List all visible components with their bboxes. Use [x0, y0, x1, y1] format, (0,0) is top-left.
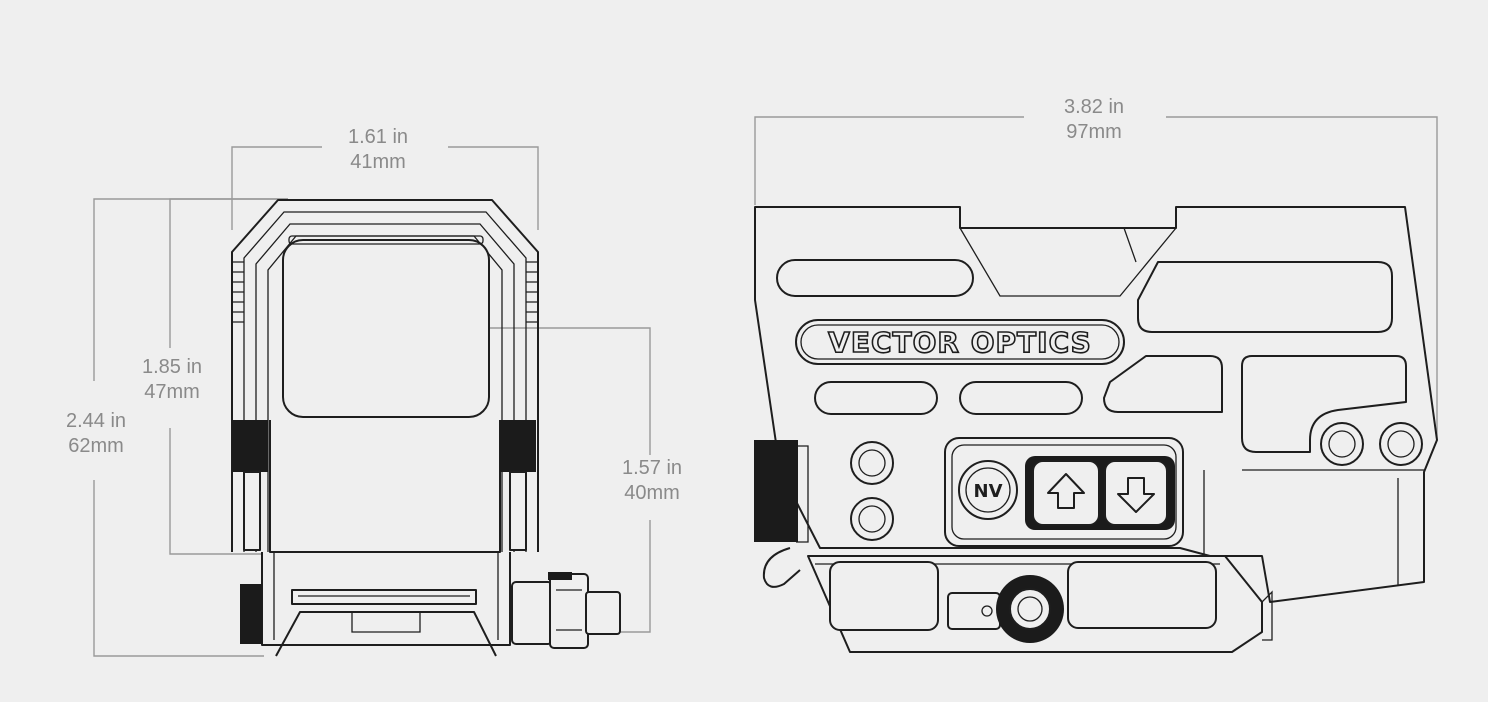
side-cutouts	[776, 259, 1407, 453]
front-hood	[231, 199, 539, 552]
arrow-down-icon	[1117, 477, 1155, 513]
screw-icon	[850, 441, 894, 485]
control-panel: NV	[944, 437, 1184, 547]
brand-logo-text: VECTOR OPTICS	[828, 326, 1092, 359]
screw-icon	[1320, 422, 1364, 466]
screw-icon	[1379, 422, 1423, 466]
front-width-mm: 41mm	[350, 151, 406, 173]
front-total-height-mm: 62mm	[68, 435, 124, 457]
front-body	[261, 420, 511, 657]
front-width-in: 1.61 in	[348, 126, 408, 148]
front-optical-center-in: 1.57 in	[622, 457, 682, 479]
front-right-turret	[500, 420, 536, 551]
side-length-mm: 97mm	[1066, 121, 1122, 143]
side-mount	[807, 555, 1273, 653]
front-dimension-labels: 1.61 in 41mm 1.85 in 47mm 2.44 in 62mm 1…	[66, 126, 682, 504]
up-button[interactable]	[1032, 460, 1100, 526]
front-qd-lever	[511, 572, 621, 649]
front-total-height-in: 2.44 in	[66, 410, 126, 432]
side-dimension-labels: 3.82 in 97mm	[1064, 96, 1124, 143]
brand-logo: VECTOR OPTICS	[795, 319, 1125, 365]
side-screws	[850, 422, 1423, 541]
screw-icon	[850, 497, 894, 541]
side-turret-knob	[754, 440, 809, 588]
down-button[interactable]	[1104, 460, 1168, 526]
front-lens-window	[282, 239, 490, 418]
nv-button[interactable]: NV	[958, 460, 1018, 520]
nv-button-label: NV	[974, 481, 1003, 502]
side-length-in: 3.82 in	[1064, 96, 1124, 118]
front-window-height-in: 1.85 in	[142, 356, 202, 378]
front-view: 1.61 in 41mm 1.85 in 47mm 2.44 in 62mm 1…	[66, 126, 682, 657]
front-window-height-mm: 47mm	[144, 381, 200, 403]
side-dimension-lines	[754, 116, 1438, 440]
front-optical-center-mm: 40mm	[624, 482, 680, 504]
front-left-turret	[232, 420, 268, 644]
side-view: VECTOR OPTICS NV	[754, 96, 1438, 653]
arrow-up-icon	[1047, 473, 1085, 509]
